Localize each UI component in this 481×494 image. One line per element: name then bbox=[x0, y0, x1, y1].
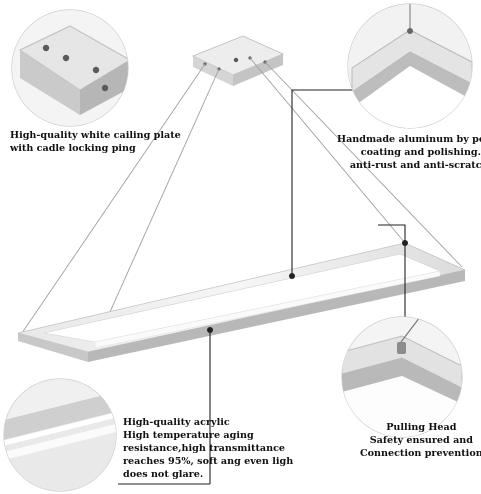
leader-dot-frame bbox=[289, 273, 295, 279]
caption-pulling-head-line-2: Safety ensured and bbox=[369, 435, 473, 446]
caption-aluminum: Handmade aluminum by power coating and p… bbox=[337, 133, 481, 172]
caption-aluminum-line-1: Handmade aluminum by power bbox=[337, 134, 481, 145]
caption-acrylic-line-2: High temperature aging bbox=[123, 430, 254, 441]
caption-aluminum-line-3: anti-rust and anti-scratch. bbox=[349, 160, 481, 171]
detail-circle-acrylic bbox=[3, 378, 117, 492]
caption-ceiling-plate-line-1: High-quality white cailing plate bbox=[10, 130, 181, 141]
caption-acrylic-line-5: does not glare. bbox=[123, 469, 204, 480]
caption-pulling-head: Pulling Head Safety ensured and Connecti… bbox=[360, 421, 481, 460]
caption-ceiling-plate-line-2: with cadle locking ping bbox=[10, 143, 136, 154]
ceiling-plate bbox=[192, 35, 285, 86]
caption-acrylic: High-quality acrylic High temperature ag… bbox=[123, 416, 293, 481]
leader-dot-pulling-head bbox=[402, 240, 408, 246]
leader-lines bbox=[118, 89, 406, 485]
caption-pulling-head-line-1: Pulling Head bbox=[386, 422, 457, 433]
rectangular-frame bbox=[17, 242, 467, 362]
caption-acrylic-line-4: reaches 95%, soft ang even ligh bbox=[123, 456, 294, 467]
caption-pulling-head-line-3: Connection prevention bbox=[360, 448, 481, 459]
detail-circle-pulling-head bbox=[341, 316, 463, 438]
detail-circle-ceiling-plate bbox=[11, 9, 129, 127]
caption-ceiling-plate: High-quality white cailing plate with ca… bbox=[10, 129, 181, 155]
leader-dot-acrylic bbox=[207, 327, 213, 333]
detail-circle-aluminum bbox=[347, 3, 473, 129]
caption-acrylic-line-3: resistance,high transmittance bbox=[123, 443, 286, 454]
caption-aluminum-line-2: coating and polishing. bbox=[360, 147, 481, 158]
caption-acrylic-line-1: High-quality acrylic bbox=[123, 417, 230, 428]
suspension-wires bbox=[21, 57, 463, 353]
